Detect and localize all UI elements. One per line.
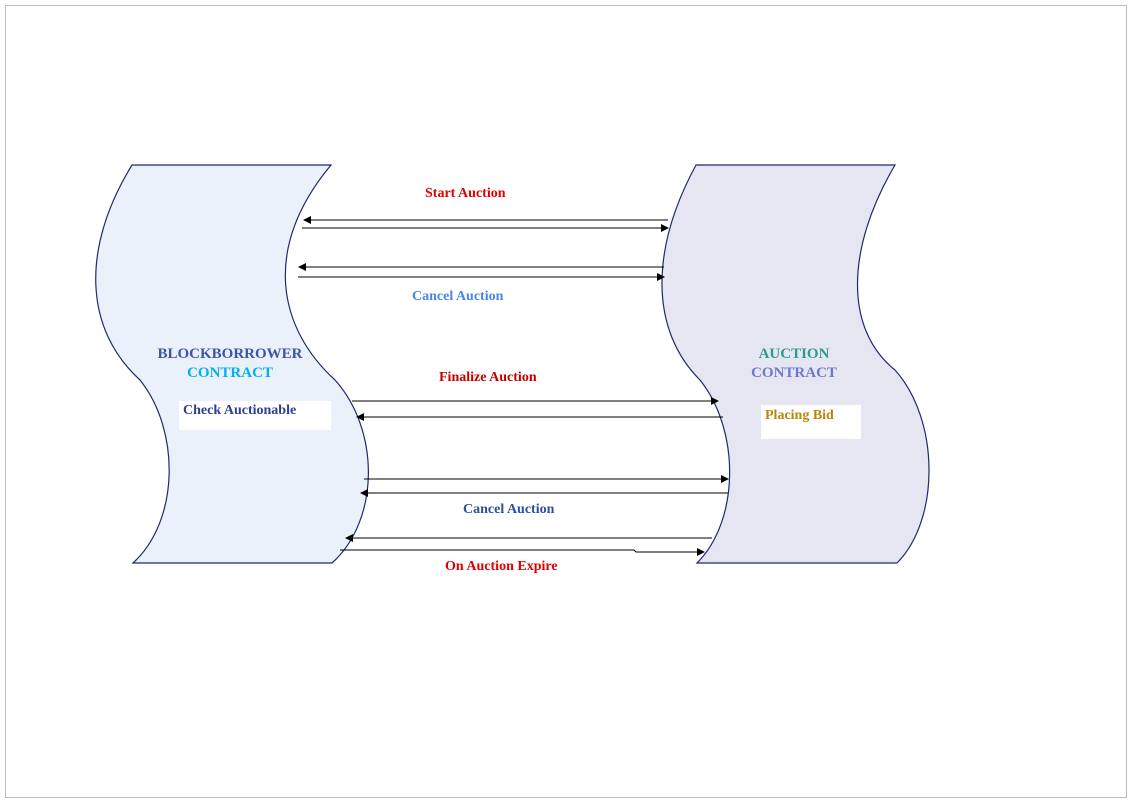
blockborrower-title-line2: CONTRACT	[187, 365, 273, 381]
blockborrower-title-line1: BLOCKBORROWER	[157, 346, 303, 362]
auction-contract-title-line2: CONTRACT	[751, 365, 837, 381]
on-auction-expire-arrow-to-right	[340, 548, 705, 556]
check-auctionable-box: Check Auctionable	[179, 401, 331, 430]
on-auction-expire-label: On Auction Expire	[445, 559, 558, 574]
placing-bid-label: Placing Bid	[765, 408, 834, 423]
auction-contract-title-line1: AUCTION	[758, 346, 830, 362]
finalize-auction-label: Finalize Auction	[439, 370, 537, 385]
check-auctionable-label: Check Auctionable	[183, 403, 297, 418]
blockborrower-title: BLOCKBORROWER CONTRACT	[130, 345, 330, 383]
blockborrower-contract-shape	[95, 164, 369, 564]
start-auction-label: Start Auction	[425, 186, 506, 201]
cancel-auction-2-label: Cancel Auction	[463, 502, 555, 517]
placing-bid-box: Placing Bid	[761, 405, 861, 439]
auction-contract-title: AUCTION CONTRACT	[694, 345, 894, 383]
cancel-auction-label: Cancel Auction	[412, 289, 504, 304]
auction-contract-shape	[661, 164, 930, 564]
